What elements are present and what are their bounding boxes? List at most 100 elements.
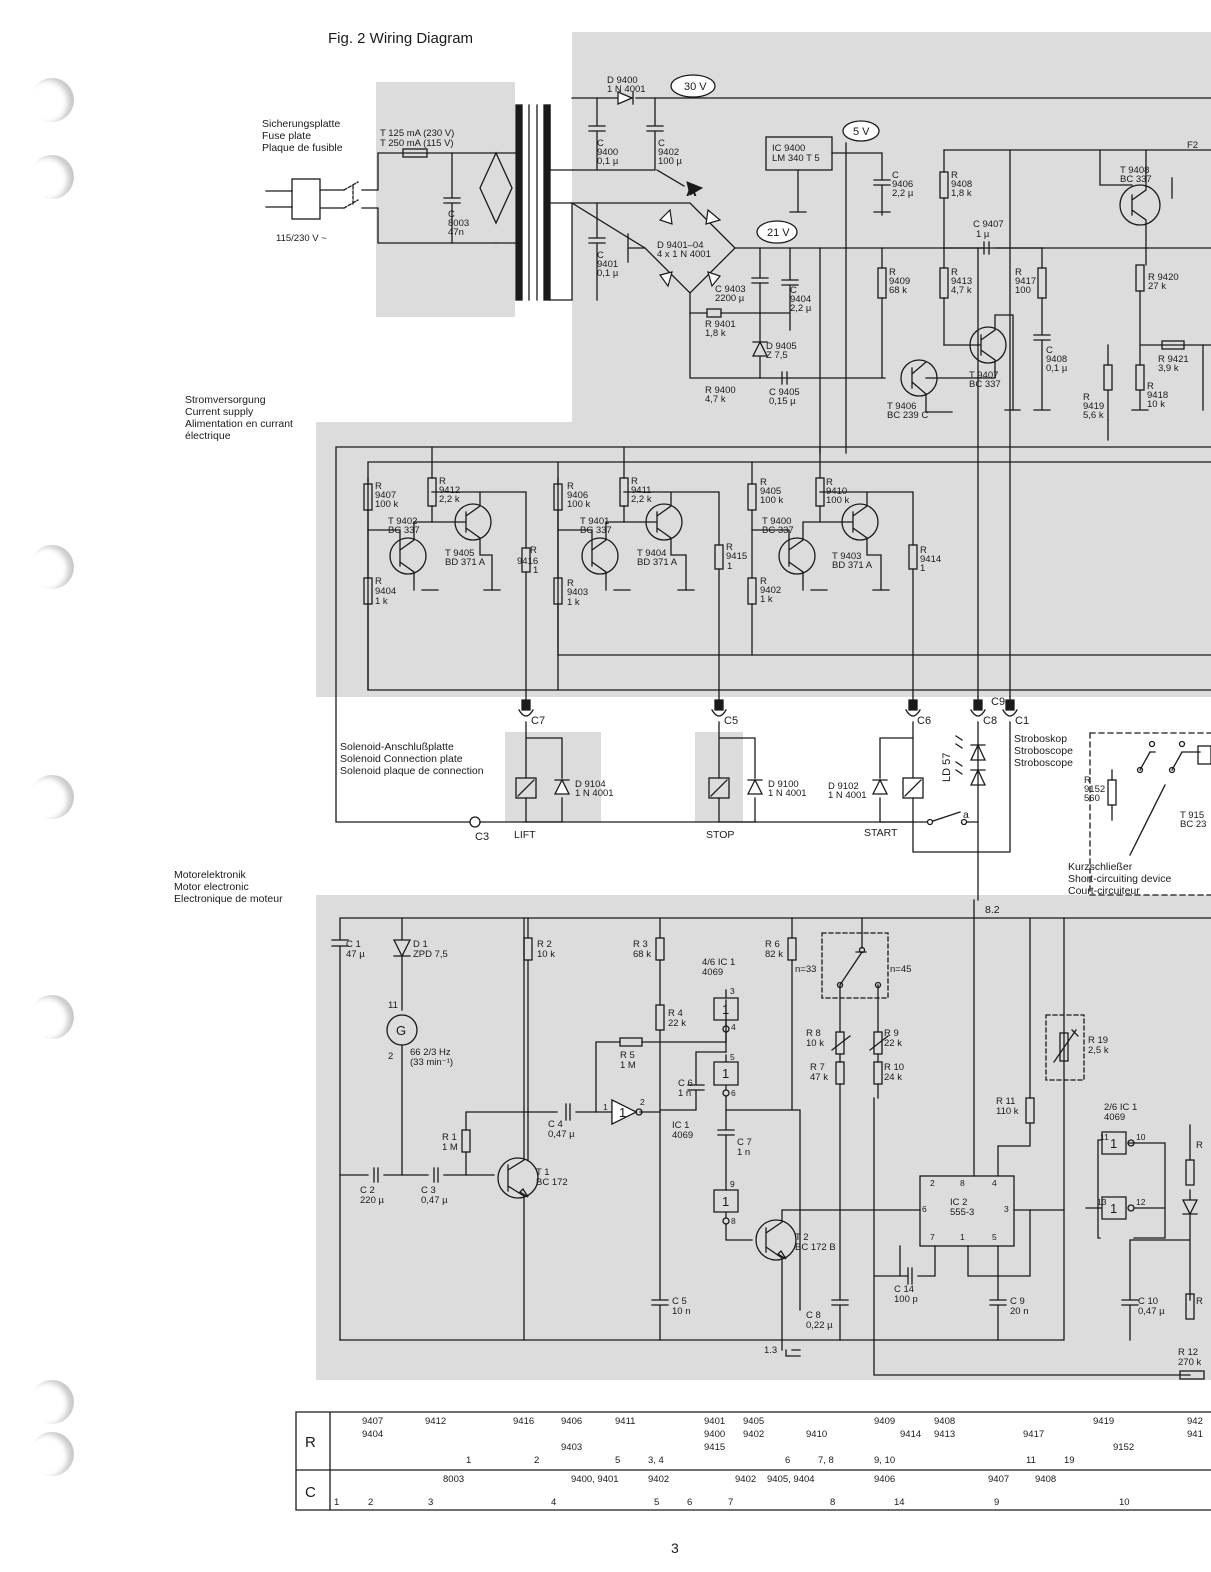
svg-text:C7: C7 bbox=[531, 715, 545, 727]
svg-text:C 4: C 4 bbox=[548, 1119, 563, 1130]
generator-symbol: G bbox=[396, 1023, 406, 1038]
svg-text:555-3: 555-3 bbox=[950, 1207, 974, 1218]
svg-text:D 9102: D 9102 bbox=[828, 781, 859, 792]
svg-text:R: R bbox=[760, 576, 767, 587]
svg-text:C: C bbox=[892, 170, 899, 181]
svg-text:3: 3 bbox=[1004, 1204, 1009, 1214]
svg-text:3: 3 bbox=[730, 986, 735, 996]
svg-text:11: 11 bbox=[1100, 1132, 1109, 1142]
panel-backgrounds bbox=[316, 32, 1211, 1380]
svg-text:9407: 9407 bbox=[988, 1474, 1009, 1485]
svg-text:Z 7,5: Z 7,5 bbox=[766, 350, 788, 361]
svg-text:9414: 9414 bbox=[920, 554, 941, 565]
svg-text:9400: 9400 bbox=[704, 1429, 725, 1440]
svg-text:4: 4 bbox=[731, 1022, 736, 1032]
svg-text:100 p: 100 p bbox=[894, 1294, 918, 1305]
svg-text:1: 1 bbox=[466, 1455, 471, 1466]
solenoid-caption-fr: Solenoid plaque de connection bbox=[340, 765, 484, 777]
svg-text:D 9401–04: D 9401–04 bbox=[657, 240, 703, 251]
svg-text:9: 9 bbox=[730, 1179, 735, 1189]
svg-text:9406: 9406 bbox=[892, 179, 913, 190]
svg-text:68 k: 68 k bbox=[889, 285, 907, 296]
svg-text:C1: C1 bbox=[1015, 715, 1029, 727]
svg-text:R 7: R 7 bbox=[810, 1062, 825, 1073]
svg-text:10 k: 10 k bbox=[1147, 399, 1165, 410]
svg-text:9418: 9418 bbox=[1147, 390, 1168, 401]
svg-text:R: R bbox=[567, 578, 574, 589]
svg-text:10 n: 10 n bbox=[672, 1306, 691, 1317]
svg-text:D 1: D 1 bbox=[413, 939, 428, 950]
svg-text:C 3: C 3 bbox=[421, 1185, 436, 1196]
mains-voltage-label: 115/230 V ~ bbox=[276, 233, 327, 244]
fuse-label-230: T 125 mA (230 V) bbox=[380, 128, 454, 139]
motor-circuit bbox=[331, 899, 1211, 1380]
svg-text:9417: 9417 bbox=[1023, 1429, 1044, 1440]
svg-text:24 k: 24 k bbox=[884, 1072, 902, 1083]
svg-text:R: R bbox=[439, 476, 446, 487]
svg-text:LIFT: LIFT bbox=[514, 829, 536, 841]
svg-text:9408: 9408 bbox=[934, 1416, 955, 1427]
solenoid-circuit bbox=[515, 721, 1011, 901]
svg-text:R 6: R 6 bbox=[765, 939, 780, 950]
svg-text:9417: 9417 bbox=[1015, 276, 1036, 287]
svg-text:R 1: R 1 bbox=[442, 1132, 457, 1143]
svg-text:BC 23: BC 23 bbox=[1180, 819, 1206, 830]
svg-text:C 8: C 8 bbox=[806, 1310, 821, 1321]
svg-text:5,6 k: 5,6 k bbox=[1083, 410, 1104, 421]
svg-text:STOP: STOP bbox=[706, 829, 734, 841]
svg-text:0,47 µ: 0,47 µ bbox=[548, 1129, 575, 1140]
svg-text:C 10: C 10 bbox=[1138, 1296, 1158, 1307]
svg-text:C6: C6 bbox=[917, 715, 931, 727]
svg-text:IC 1: IC 1 bbox=[672, 1120, 689, 1131]
voltage-badges bbox=[670, 74, 880, 244]
svg-text:R 19: R 19 bbox=[1088, 1035, 1108, 1046]
node-a-arrow bbox=[686, 181, 704, 196]
svg-text:1: 1 bbox=[334, 1497, 339, 1508]
svg-text:R: R bbox=[1196, 1296, 1203, 1307]
node-a-label: A bbox=[686, 183, 697, 200]
svg-text:D 9104: D 9104 bbox=[575, 779, 606, 790]
svg-text:C: C bbox=[658, 138, 665, 149]
svg-text:9412: 9412 bbox=[439, 485, 460, 496]
svg-text:6: 6 bbox=[785, 1455, 790, 1466]
svg-text:1: 1 bbox=[533, 565, 538, 576]
svg-text:R: R bbox=[951, 170, 958, 181]
svg-text:R 3: R 3 bbox=[633, 939, 648, 950]
svg-text:R: R bbox=[567, 481, 574, 492]
svg-text:BC 239 C: BC 239 C bbox=[887, 410, 928, 421]
svg-text:0,1 µ: 0,1 µ bbox=[597, 156, 619, 167]
svg-text:9406: 9406 bbox=[567, 490, 588, 501]
svg-text:R 10: R 10 bbox=[884, 1062, 904, 1073]
svg-text:0,15 µ: 0,15 µ bbox=[769, 396, 796, 407]
svg-text:T 9401: T 9401 bbox=[580, 516, 609, 527]
svg-text:1: 1 bbox=[722, 1002, 729, 1017]
svg-text:C: C bbox=[790, 285, 797, 296]
fuse-label-115: T 250 mA (115 V) bbox=[380, 138, 454, 149]
svg-text:9408: 9408 bbox=[951, 179, 972, 190]
svg-text:9, 10: 9, 10 bbox=[874, 1455, 895, 1466]
svg-text:R 9421: R 9421 bbox=[1158, 354, 1189, 365]
svg-text:C 5: C 5 bbox=[672, 1296, 687, 1307]
svg-text:T 9408: T 9408 bbox=[1120, 165, 1149, 176]
svg-text:7: 7 bbox=[930, 1232, 935, 1242]
svg-text:R: R bbox=[1147, 381, 1154, 392]
svg-text:9411: 9411 bbox=[615, 1416, 635, 1427]
svg-text:BC 172 B: BC 172 B bbox=[795, 1242, 836, 1253]
voltage-5v: 5 V bbox=[853, 126, 870, 138]
svg-text:n=45: n=45 bbox=[890, 964, 911, 975]
svg-text:2200 µ: 2200 µ bbox=[715, 293, 745, 304]
svg-text:n=33: n=33 bbox=[795, 964, 816, 975]
svg-text:47 k: 47 k bbox=[810, 1072, 828, 1083]
svg-text:R 9420: R 9420 bbox=[1148, 272, 1179, 283]
svg-text:47n: 47n bbox=[448, 227, 464, 238]
svg-text:2,2 k: 2,2 k bbox=[439, 494, 460, 505]
svg-text:R 9401: R 9401 bbox=[705, 319, 736, 330]
svg-text:19: 19 bbox=[1064, 1455, 1075, 1466]
svg-text:Stroboscope: Stroboscope bbox=[1014, 745, 1073, 757]
voltage-21v: 21 V bbox=[767, 227, 790, 239]
svg-text:9410: 9410 bbox=[826, 486, 847, 497]
svg-text:4 x 1 N 4001: 4 x 1 N 4001 bbox=[657, 249, 711, 260]
